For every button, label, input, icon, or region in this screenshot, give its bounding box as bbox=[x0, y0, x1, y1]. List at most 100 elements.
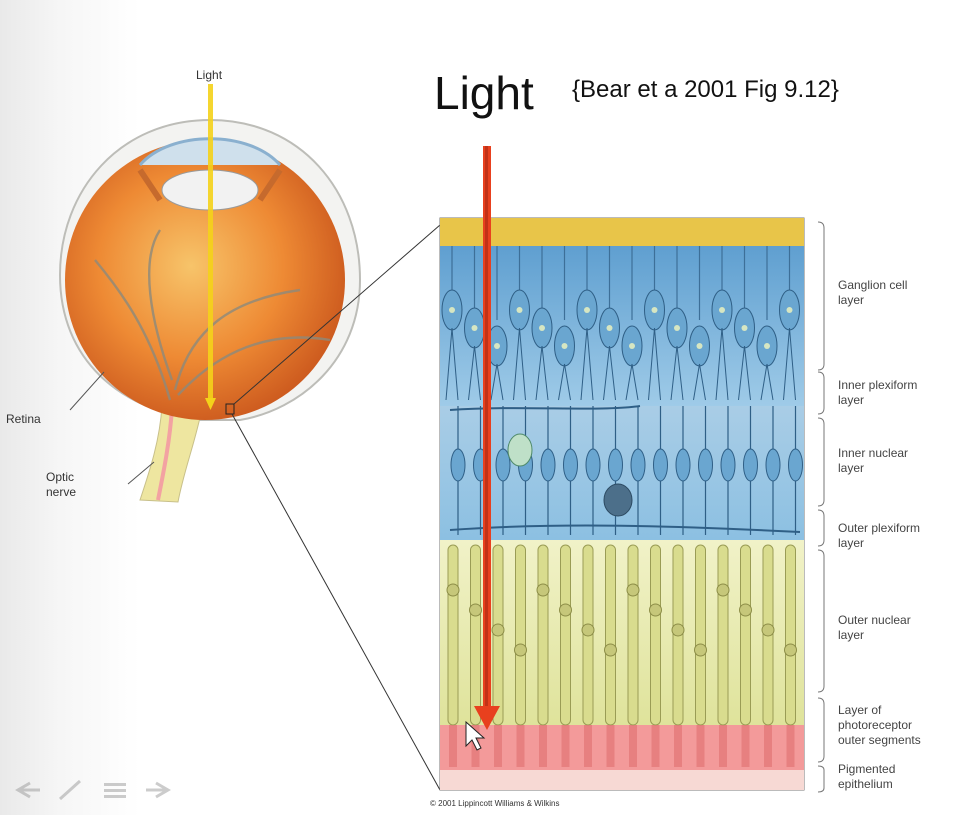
photoreceptor-nucleus bbox=[447, 584, 459, 596]
photoreceptor-nucleus bbox=[492, 624, 504, 636]
layer-label-outer-nuclear: Outer nuclear layer bbox=[838, 613, 958, 643]
photoreceptor-cell bbox=[696, 545, 706, 725]
ganglion-nucleus bbox=[629, 343, 635, 349]
optic-nerve-label: Optic nerve bbox=[46, 470, 76, 500]
layer-label-line: Inner plexiform bbox=[838, 378, 958, 393]
outer-segment bbox=[787, 725, 795, 767]
bipolar-cell bbox=[451, 449, 465, 481]
slide-title: Light bbox=[434, 66, 534, 120]
layer-label-line: outer segments bbox=[838, 733, 958, 748]
photoreceptor-cell bbox=[718, 545, 728, 725]
photoreceptor-nucleus bbox=[470, 604, 482, 616]
photoreceptor-cell bbox=[516, 545, 526, 725]
outer-segment bbox=[629, 725, 637, 767]
ganglion-nucleus bbox=[449, 307, 455, 313]
next-arrow-icon[interactable] bbox=[142, 779, 176, 801]
outer-segment bbox=[607, 725, 615, 767]
photoreceptor-cell bbox=[741, 545, 751, 725]
layer-label-line: layer bbox=[838, 393, 958, 408]
photoreceptor-cell bbox=[628, 545, 638, 725]
retina-label: Retina bbox=[6, 412, 41, 427]
bipolar-cell bbox=[631, 449, 645, 481]
outer-segment bbox=[674, 725, 682, 767]
outer-segment bbox=[652, 725, 660, 767]
photoreceptor-nucleus bbox=[537, 584, 549, 596]
layer-label-line: Inner nuclear bbox=[838, 446, 958, 461]
ganglion-nucleus bbox=[517, 307, 523, 313]
layer-label-pigmented-epithelium: Pigmented epithelium bbox=[838, 762, 958, 792]
layer-label-inner-plexiform: Inner plexiform layer bbox=[838, 378, 958, 408]
bipolar-cell bbox=[541, 449, 555, 481]
outer-segment bbox=[764, 725, 772, 767]
layer-label-line: Ganglion cell bbox=[838, 278, 958, 293]
photoreceptor-cell bbox=[651, 545, 661, 725]
bipolar-cell bbox=[699, 449, 713, 481]
photoreceptor-nucleus bbox=[650, 604, 662, 616]
optic-nerve-label-line1: Optic bbox=[46, 470, 76, 485]
copyright-text: © 2001 Lippincott Williams & Wilkins bbox=[430, 799, 560, 808]
pen-icon[interactable] bbox=[54, 779, 88, 801]
bipolar-cell bbox=[789, 449, 803, 481]
photoreceptor-nucleus bbox=[695, 644, 707, 656]
bipolar-cell bbox=[564, 449, 578, 481]
zoom-line-bottom bbox=[232, 414, 440, 790]
layer-brackets bbox=[818, 222, 824, 792]
ganglion-nucleus bbox=[742, 325, 748, 331]
amacrine-cell bbox=[508, 434, 532, 466]
photoreceptor-cell bbox=[538, 545, 548, 725]
ganglion-nucleus bbox=[539, 325, 545, 331]
menu-icon[interactable] bbox=[98, 779, 132, 801]
ganglion-nucleus bbox=[674, 325, 680, 331]
ganglion-nucleus bbox=[472, 325, 478, 331]
ganglion-nucleus bbox=[787, 307, 793, 313]
photoreceptor-nucleus bbox=[717, 584, 729, 596]
photoreceptor-nucleus bbox=[605, 644, 617, 656]
photoreceptor-nucleus bbox=[560, 604, 572, 616]
outer-segment bbox=[494, 725, 502, 767]
bipolar-cell bbox=[654, 449, 668, 481]
bipolar-cell bbox=[744, 449, 758, 481]
optic-nerve-label-line2: nerve bbox=[46, 485, 76, 500]
photoreceptor-cell bbox=[786, 545, 796, 725]
photoreceptor-cell bbox=[448, 545, 458, 725]
layer-label-line: Layer of bbox=[838, 703, 958, 718]
outer-segment bbox=[742, 725, 750, 767]
ganglion-nucleus bbox=[562, 343, 568, 349]
ganglion-nucleus bbox=[584, 307, 590, 313]
photoreceptor-nucleus bbox=[515, 644, 527, 656]
bipolar-cell bbox=[586, 449, 600, 481]
photoreceptor-nucleus bbox=[740, 604, 752, 616]
bipolar-cell bbox=[721, 449, 735, 481]
layer-label-line: photoreceptor bbox=[838, 718, 958, 733]
photoreceptor-nucleus bbox=[785, 644, 797, 656]
outer-segment bbox=[719, 725, 727, 767]
layer-label-line: Outer plexiform bbox=[838, 521, 958, 536]
outer-segment bbox=[449, 725, 457, 767]
photoreceptor-nucleus bbox=[672, 624, 684, 636]
prev-arrow-icon[interactable] bbox=[10, 779, 44, 801]
citation-text: {Bear et a 2001 Fig 9.12} bbox=[572, 76, 839, 104]
outer-segment bbox=[697, 725, 705, 767]
bipolar-cell bbox=[766, 449, 780, 481]
photoreceptor-cell bbox=[471, 545, 481, 725]
ganglion-nucleus bbox=[494, 343, 500, 349]
ganglion-nucleus bbox=[697, 343, 703, 349]
eye-light-label: Light bbox=[196, 68, 222, 82]
ganglion-nucleus bbox=[764, 343, 770, 349]
bipolar-cell bbox=[676, 449, 690, 481]
layer-label-line: Outer nuclear bbox=[838, 613, 958, 628]
outer-segment bbox=[539, 725, 547, 767]
layer-label-line: layer bbox=[838, 461, 958, 476]
layer-label-line: layer bbox=[838, 293, 958, 308]
layer-label-photoreceptor-outer-segments: Layer of photoreceptor outer segments bbox=[838, 703, 958, 748]
layer-label-line: layer bbox=[838, 628, 958, 643]
ganglion-nucleus bbox=[607, 325, 613, 331]
layer-label-line: epithelium bbox=[838, 777, 958, 792]
ganglion-nucleus bbox=[652, 307, 658, 313]
photoreceptor-cell bbox=[561, 545, 571, 725]
outer-segment bbox=[517, 725, 525, 767]
photoreceptor-cell bbox=[606, 545, 616, 725]
layer-label-line: layer bbox=[838, 536, 958, 551]
photoreceptor-nucleus bbox=[627, 584, 639, 596]
